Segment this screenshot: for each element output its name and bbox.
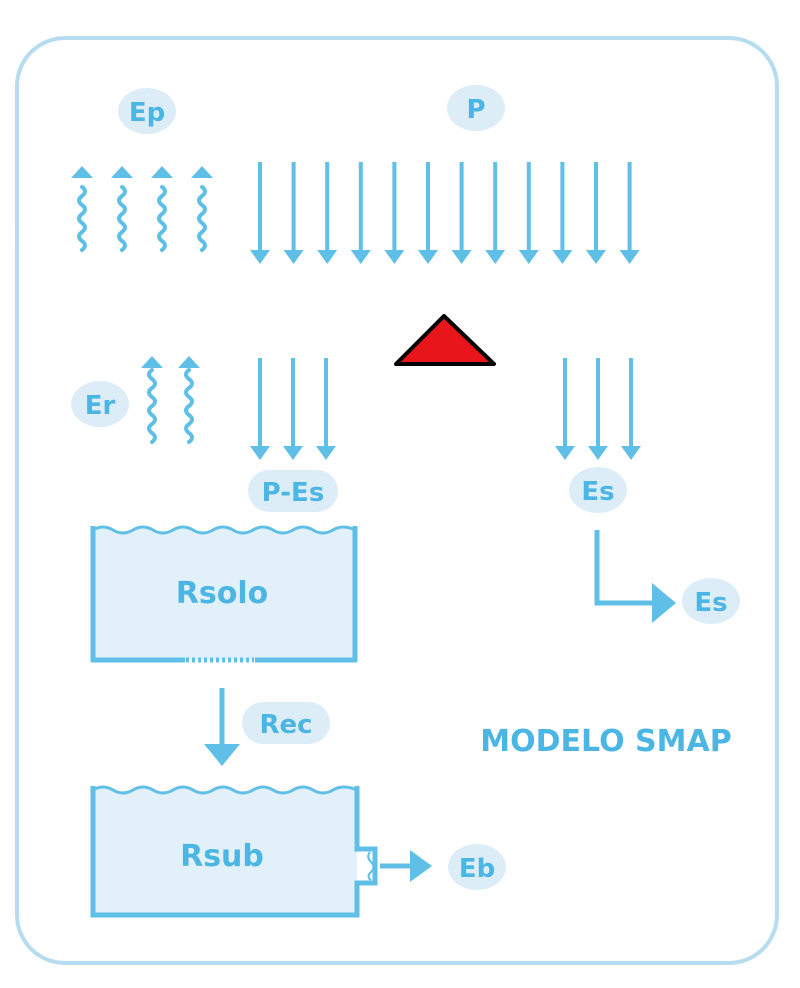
down-arrow-icon <box>552 162 573 264</box>
down-arrow-icon <box>621 358 641 460</box>
wavy-up-arrow-icon <box>178 356 200 444</box>
down-arrow-icon <box>518 162 539 264</box>
down-arrow-icon <box>283 358 303 460</box>
down-arrow-icon <box>384 162 405 264</box>
down-arrow-icon <box>316 358 336 460</box>
down-arrow-icon <box>555 358 575 460</box>
rsub-label: Rsub <box>180 839 264 874</box>
label-rec-text: Rec <box>259 710 312 740</box>
down-arrow-icon <box>250 162 270 264</box>
down-arrow-icon <box>451 162 472 264</box>
label-ep: Ep <box>118 88 176 134</box>
label-es-out-text: Es <box>694 588 727 618</box>
eb-arrowhead-icon <box>410 850 432 882</box>
es-elbow-arrowhead-icon <box>652 583 676 623</box>
down-arrow-icon <box>485 162 506 264</box>
wavy-up-arrow-icon <box>151 166 173 252</box>
down-arrow-icon <box>586 162 606 264</box>
label-rec: Rec <box>242 702 330 744</box>
down-arrow-icon <box>283 162 304 264</box>
label-es: Es <box>569 467 627 513</box>
label-p-es: P-Es <box>248 470 338 512</box>
wavy-up-arrow-icon <box>111 166 133 252</box>
label-p: P <box>447 85 505 131</box>
er-wavy-arrows <box>141 356 200 444</box>
down-arrow-icon <box>350 162 371 264</box>
rsub-reservoir: Rsub <box>90 785 378 918</box>
down-arrow-icon <box>418 162 438 264</box>
precipitation-arrows <box>250 162 640 264</box>
label-er-text: Er <box>85 391 116 421</box>
diagram-title: MODELO SMAP <box>480 724 731 759</box>
wavy-up-arrow-icon <box>141 356 163 444</box>
rsolo-reservoir: Rsolo <box>90 525 358 663</box>
label-eb: Eb <box>448 844 506 890</box>
label-p-text: P <box>466 95 485 125</box>
es-elbow-arrow-icon <box>594 530 660 606</box>
es-arrows <box>555 358 641 460</box>
rsolo-label: Rsolo <box>176 576 268 611</box>
p-es-arrows <box>250 358 336 460</box>
diagram-frame <box>15 36 779 965</box>
rec-arrowhead-icon <box>204 744 240 766</box>
wavy-up-arrow-icon <box>71 166 93 252</box>
ep-wavy-arrows <box>71 166 213 252</box>
down-arrow-icon <box>619 162 640 264</box>
label-eb-text: Eb <box>459 854 495 884</box>
red-triangle-icon <box>394 314 496 366</box>
label-es-out: Es <box>682 578 740 624</box>
label-p-es-text: P-Es <box>262 478 325 508</box>
label-ep-text: Ep <box>129 98 165 128</box>
label-es-text: Es <box>581 477 614 507</box>
down-arrow-icon <box>250 358 270 460</box>
label-er: Er <box>71 381 129 427</box>
wavy-up-arrow-icon <box>191 166 213 252</box>
down-arrow-icon <box>588 358 608 460</box>
down-arrow-icon <box>317 162 338 264</box>
